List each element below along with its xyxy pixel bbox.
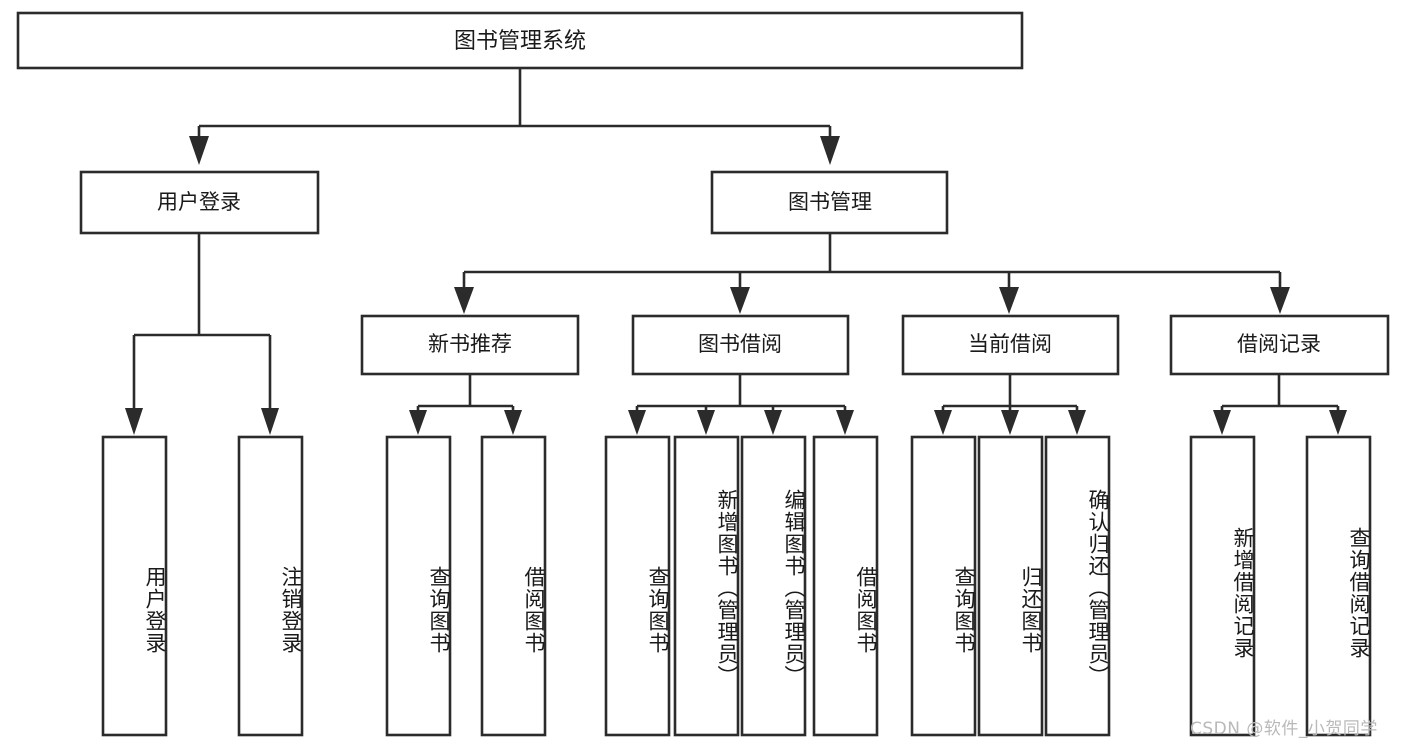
arrow-head-currentborrow-leaf-2 <box>1001 410 1019 435</box>
leaf-book-borrow-4[interactable] <box>812 435 879 737</box>
connector-group-root <box>189 68 840 165</box>
node-book-management-label: 图书管理 <box>788 190 872 214</box>
arrow-head-login-leaf-2 <box>261 408 279 435</box>
arrow-head-currentborrow-leaf-1 <box>934 410 952 435</box>
node-root[interactable] <box>16 11 1024 70</box>
leaf-book-borrow-1[interactable] <box>604 435 671 737</box>
arrow-head-borrowrecord-leaf-2 <box>1329 410 1347 435</box>
arrow-head-bookborrow-leaf-3 <box>764 410 782 435</box>
node-book-borrow[interactable] <box>631 314 850 376</box>
node-book-management[interactable] <box>710 170 949 235</box>
leaf-borrow-record-1[interactable] <box>1189 435 1256 737</box>
arrow-head-bookborrow-leaf-1 <box>628 410 646 435</box>
arrow-head-newbook-leaf-2 <box>504 410 522 435</box>
arrow-head-to-book-mgmt <box>820 136 840 165</box>
leaf-new-book-2[interactable] <box>480 435 547 737</box>
leaf-current-borrow-1[interactable] <box>910 435 977 737</box>
leaf-user-login-2[interactable] <box>237 435 304 737</box>
leaf-book-borrow-2[interactable] <box>673 435 740 737</box>
csdn-watermark: CSDN @软件_小贺同学 <box>1190 719 1378 739</box>
connector-group-user-login <box>125 233 279 435</box>
arrow-head-to-borrow-record <box>1270 287 1290 314</box>
node-new-book-recommend-label: 新书推荐 <box>428 332 512 356</box>
node-user-login-label: 用户登录 <box>157 190 241 214</box>
arrow-head-login-leaf-1 <box>125 408 143 435</box>
arrow-head-bookborrow-leaf-4 <box>836 410 854 435</box>
connector-group-book-borrow <box>628 374 854 435</box>
leaf-borrow-record-2[interactable] <box>1305 435 1372 737</box>
leaf-current-borrow-3[interactable] <box>1044 435 1111 737</box>
leaf-current-borrow-2[interactable] <box>977 435 1044 737</box>
arrow-head-borrowrecord-leaf-1 <box>1213 410 1231 435</box>
node-root-label: 图书管理系统 <box>454 29 586 54</box>
node-borrow-record-label: 借阅记录 <box>1237 332 1321 356</box>
node-current-borrow-label: 当前借阅 <box>968 332 1052 356</box>
connector-group-current-borrow <box>934 374 1086 435</box>
connector-group-new-book-recommend <box>409 374 522 435</box>
node-book-borrow-label: 图书借阅 <box>698 332 782 356</box>
arrow-head-bookborrow-leaf-2 <box>697 410 715 435</box>
leaf-user-login-1[interactable] <box>101 435 168 737</box>
node-new-book-recommend[interactable] <box>360 314 580 376</box>
arrow-head-to-current-borrow <box>999 287 1019 314</box>
node-current-borrow[interactable] <box>901 314 1120 376</box>
arrow-head-newbook-leaf-1 <box>409 410 427 435</box>
connector-group-book-management <box>454 233 1290 314</box>
node-borrow-record[interactable] <box>1169 314 1390 376</box>
arrow-head-currentborrow-leaf-3 <box>1068 410 1086 435</box>
arrow-head-to-book-borrow <box>730 287 750 314</box>
arrow-head-to-new-book <box>454 287 474 314</box>
connector-group-borrow-record <box>1213 374 1347 435</box>
arrow-head-to-user-login <box>189 136 209 165</box>
leaf-book-borrow-3[interactable] <box>740 435 807 737</box>
leaf-new-book-1[interactable] <box>385 435 452 737</box>
